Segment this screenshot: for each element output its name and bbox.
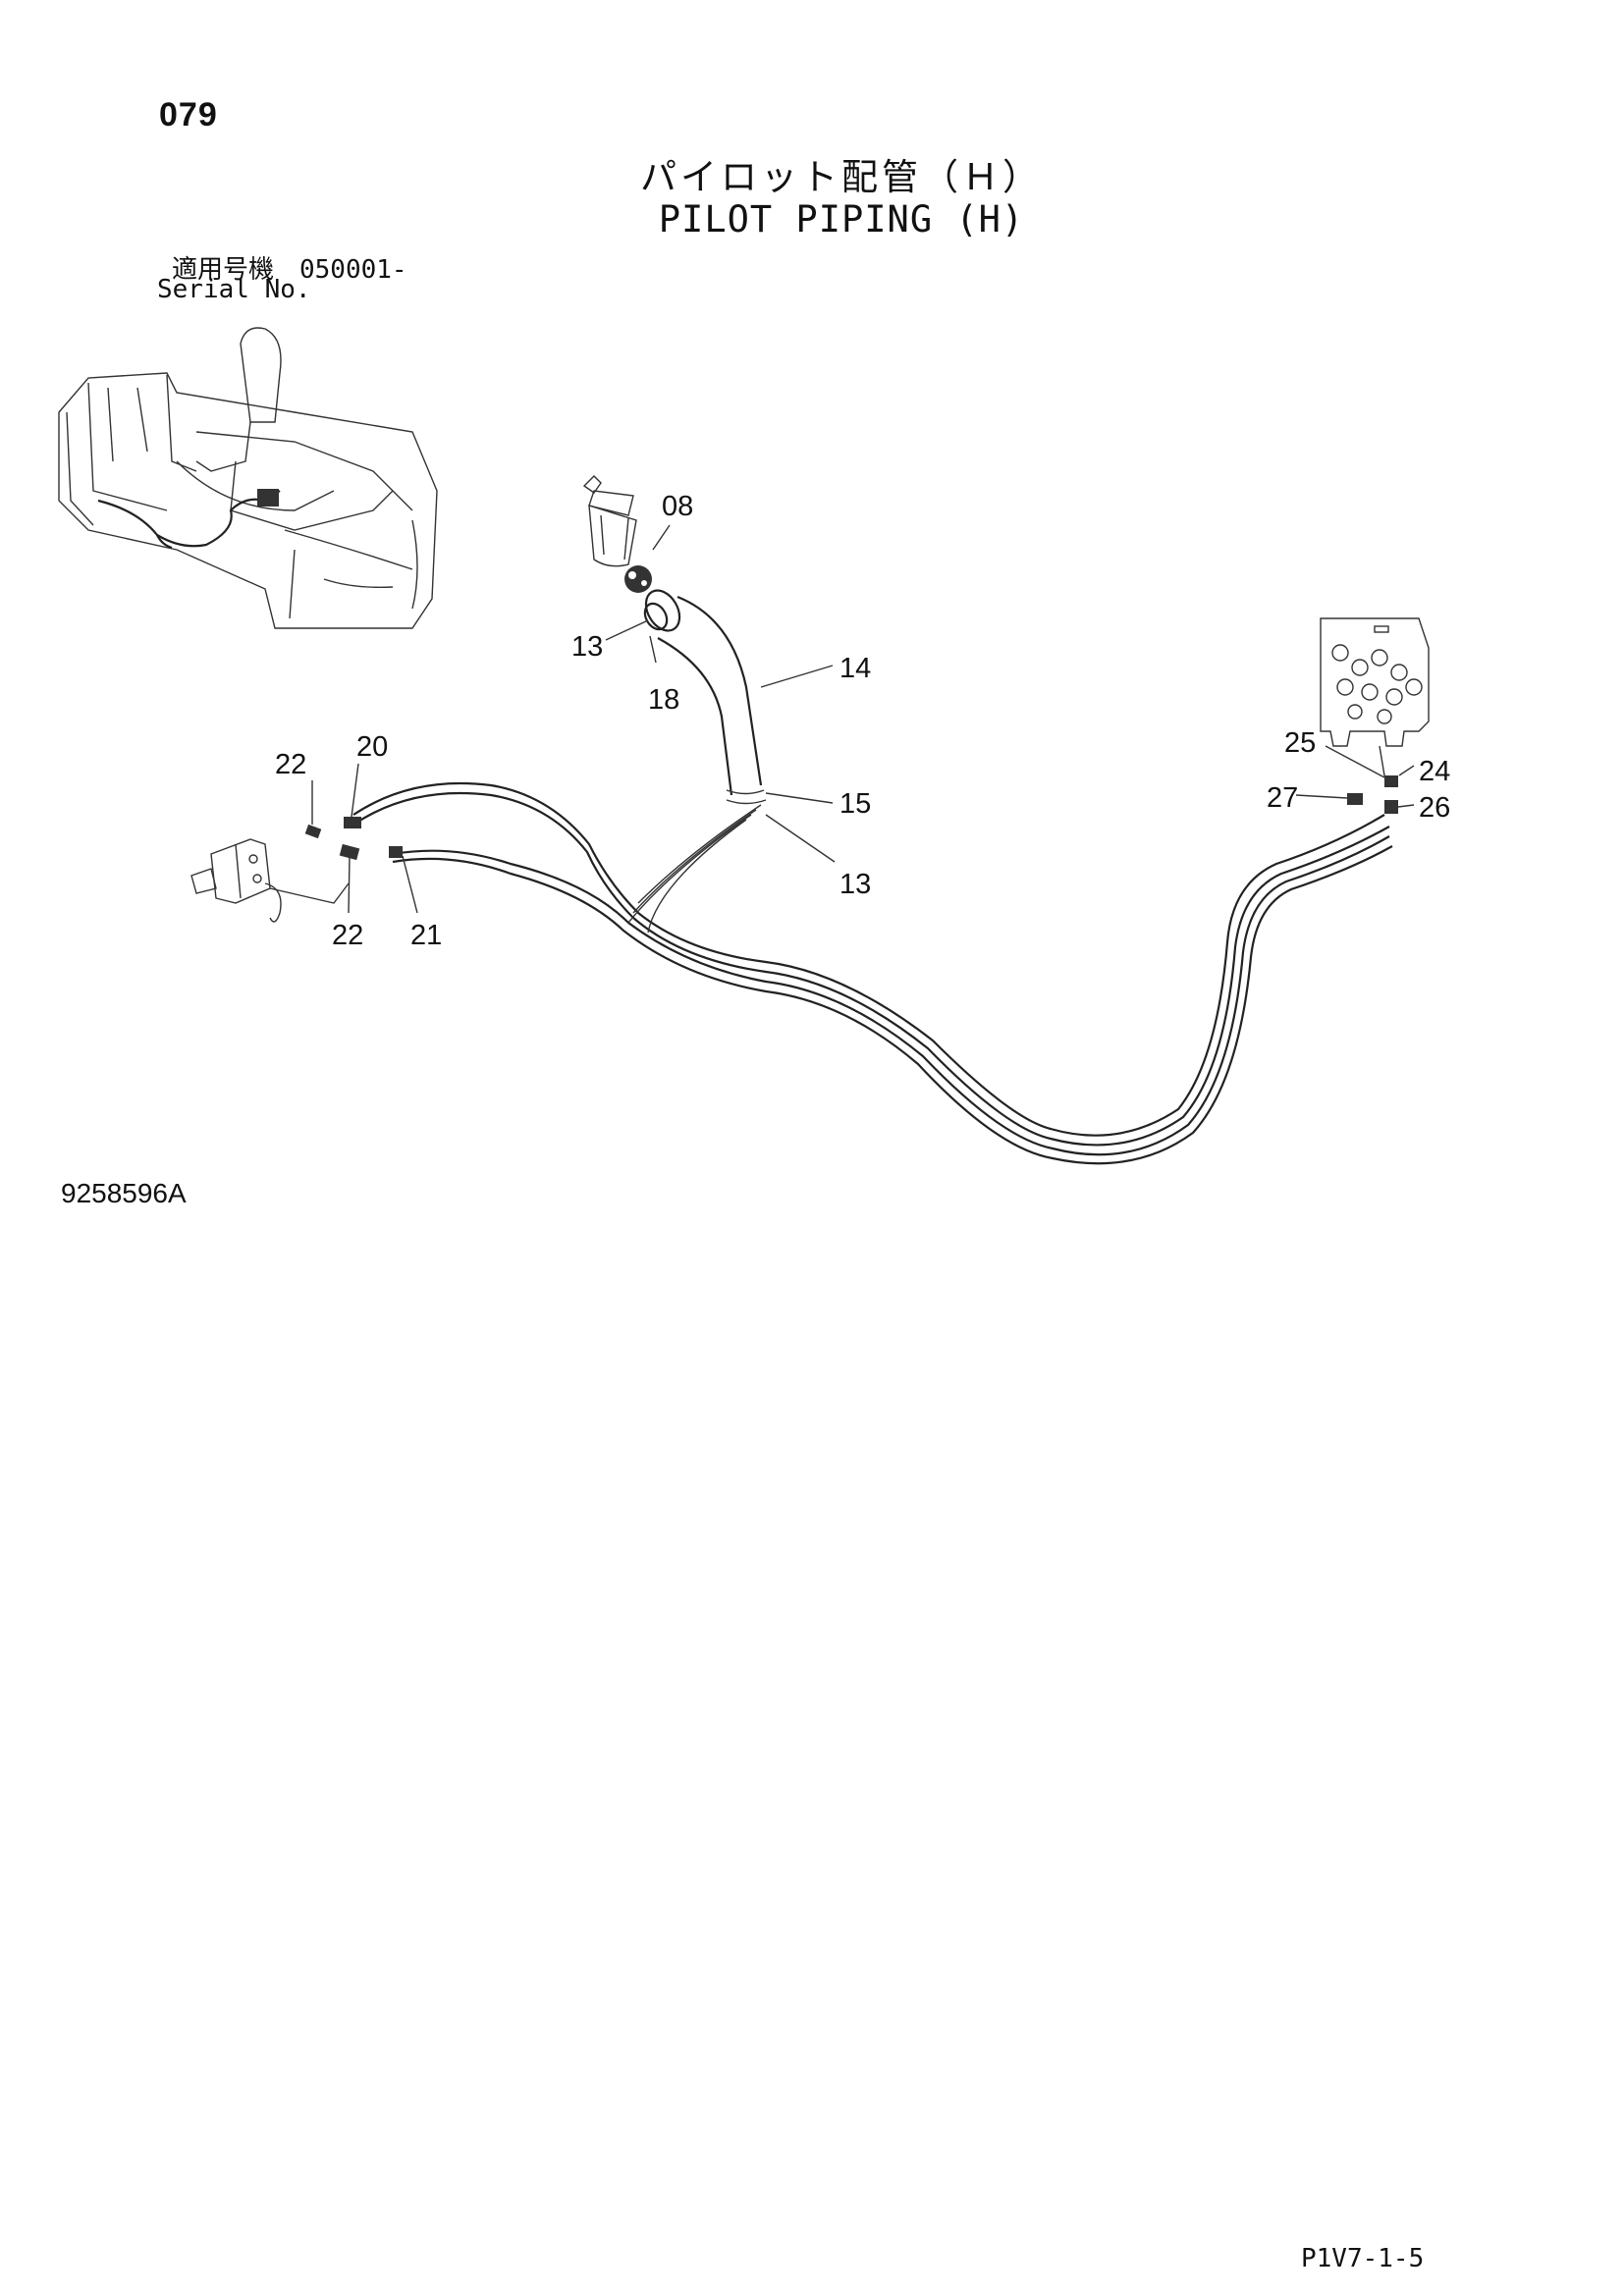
callout-14: 14 xyxy=(839,653,871,684)
serial-range-label: 適用号機 050001- xyxy=(172,255,407,285)
page-title-english: PILOT PIPING (H) xyxy=(658,198,1025,240)
serial-number-label: Serial No. xyxy=(157,275,311,304)
callout-13-upper: 13 xyxy=(571,631,603,663)
pressure-sensor-illustration xyxy=(582,475,652,593)
page-code: P1V7-1-5 xyxy=(1301,2244,1425,2273)
pilot-hose-bundle xyxy=(352,781,1393,1165)
pilot-valve-illustration xyxy=(1320,617,1430,814)
callout-15: 15 xyxy=(839,788,871,820)
callout-08: 08 xyxy=(662,491,693,522)
callout-22-lower: 22 xyxy=(332,920,363,951)
callout-20: 20 xyxy=(356,731,388,763)
callout-26: 26 xyxy=(1419,792,1450,824)
callout-13-lower: 13 xyxy=(839,869,871,900)
drawing-number: 9258596A xyxy=(61,1178,187,1208)
callout-27: 27 xyxy=(1267,782,1298,814)
callout-22-upper: 22 xyxy=(275,749,306,780)
callout-21: 21 xyxy=(410,920,442,951)
callout-25: 25 xyxy=(1284,727,1316,759)
solenoid-valve-illustration xyxy=(190,817,403,923)
page-number: 079 xyxy=(159,96,218,133)
callout-18: 18 xyxy=(648,684,679,716)
callout-24: 24 xyxy=(1419,756,1450,787)
page-title-japanese: パイロット配管（Ｈ） xyxy=(640,156,1043,198)
excavator-overview-illustration xyxy=(58,327,438,629)
callout-leader-lines xyxy=(311,524,1415,914)
